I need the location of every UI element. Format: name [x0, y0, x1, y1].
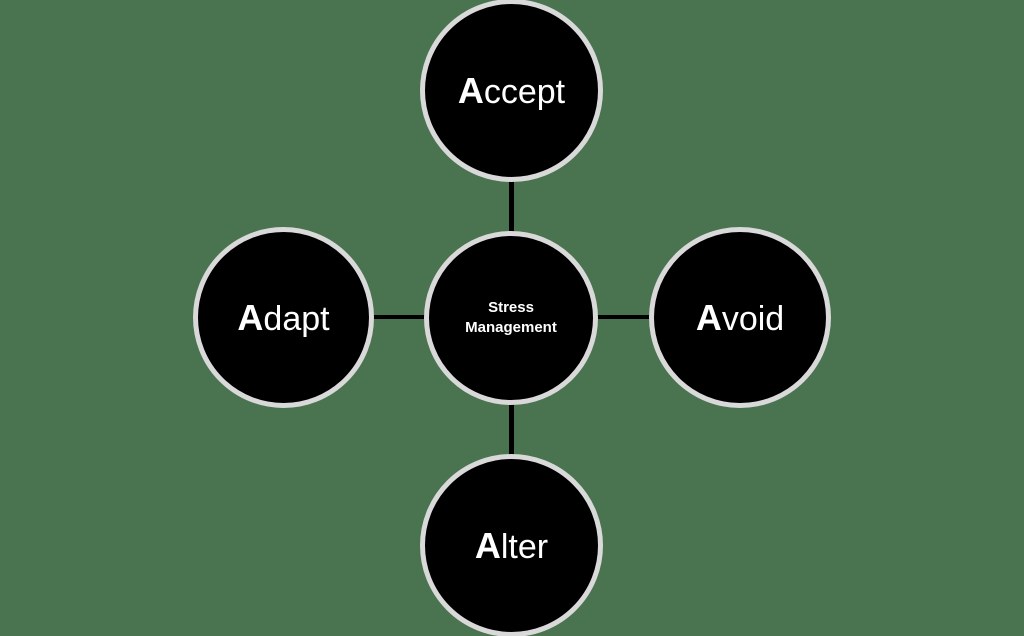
center-line-1: Stress	[488, 299, 534, 316]
center-line-2: Management	[465, 319, 557, 336]
connector-top	[509, 178, 514, 235]
node-label-center: Stress Management	[465, 298, 557, 338]
node-label-avoid: Avoid	[696, 297, 784, 339]
label-rest: ccept	[483, 72, 566, 111]
node-accept: Accept	[420, 0, 603, 182]
label-rest: lter	[500, 527, 549, 566]
initial-letter: A	[457, 69, 484, 111]
node-stress-management: Stress Management	[424, 231, 598, 405]
initial-letter: A	[695, 296, 722, 338]
node-label-accept: Accept	[458, 70, 565, 112]
connector-right	[595, 315, 653, 319]
connector-left	[370, 315, 427, 319]
node-adapt: Adapt	[193, 227, 374, 408]
connector-bottom	[509, 400, 514, 458]
initial-letter: A	[237, 296, 264, 338]
node-label-adapt: Adapt	[237, 297, 329, 339]
label-rest: dapt	[263, 299, 330, 338]
node-label-alter: Alter	[475, 525, 548, 567]
label-rest: void	[721, 299, 785, 338]
node-alter: Alter	[420, 454, 603, 636]
initial-letter: A	[474, 524, 501, 566]
node-avoid: Avoid	[649, 227, 831, 408]
